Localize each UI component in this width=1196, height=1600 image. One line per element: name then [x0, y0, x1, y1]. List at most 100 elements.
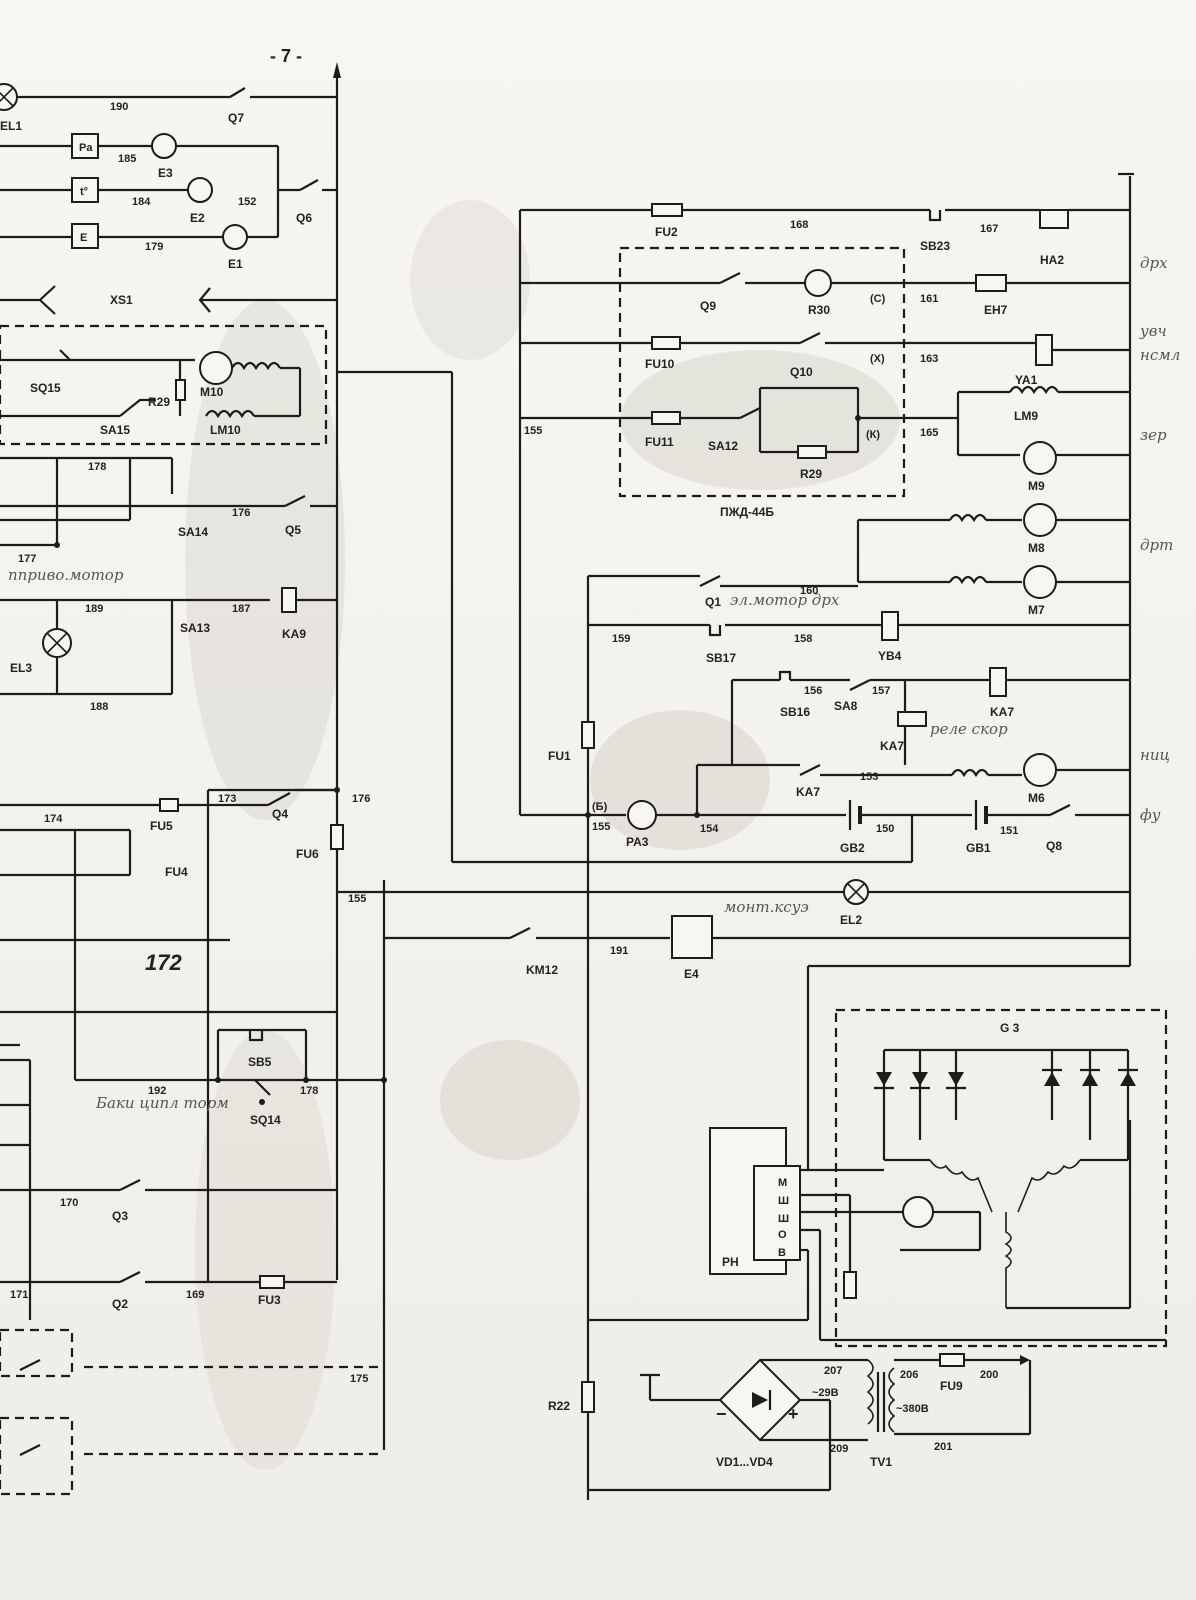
- svg-text:E: E: [80, 232, 87, 244]
- term-b: B: [778, 1247, 786, 1259]
- wire-174: 174: [44, 813, 63, 825]
- label-Q7: Q7: [228, 111, 244, 125]
- wire-167: 167: [980, 223, 998, 235]
- lamp-icon: [0, 83, 18, 111]
- meter-t-icon: [71, 177, 99, 203]
- paper-stains: [185, 200, 900, 1470]
- label-FU1: FU1: [548, 749, 571, 763]
- label-Q5: Q5: [285, 523, 301, 537]
- label-Q4: Q4: [272, 807, 288, 821]
- mark-c: (С): [870, 293, 886, 305]
- label-FU9: FU9: [940, 1379, 963, 1393]
- mark-x: (Х): [870, 353, 885, 365]
- wire-159: 159: [612, 633, 630, 645]
- note-r3: нсмл: [1140, 346, 1180, 364]
- handwritten-notes: пприво.мотор эл.мотор дрх реле скор монт…: [8, 254, 1180, 1112]
- valve-YA1-icon: [1035, 334, 1053, 366]
- term-o: О: [778, 1229, 787, 1241]
- label-SQ14: SQ14: [250, 1113, 281, 1127]
- svg-text:Pa: Pa: [79, 142, 93, 154]
- label-R22: R22: [548, 1399, 570, 1413]
- label-E2: E2: [190, 211, 205, 225]
- valve-YB4-icon: [881, 611, 899, 641]
- label-FU6: FU6: [296, 847, 319, 861]
- generator-rotor-icon: [902, 1196, 934, 1228]
- label-E3: E3: [158, 166, 173, 180]
- left-section: EL1 190 Q7 Pa t° E 185 E3 184 E2 152 179…: [0, 62, 387, 1496]
- meter-pa-icon: [71, 133, 99, 159]
- sensor-E2-icon: [187, 177, 213, 203]
- wire-178b: 178: [300, 1085, 318, 1097]
- wire-151: 151: [1000, 825, 1018, 837]
- note-1: пприво.мотор: [8, 566, 124, 584]
- wire-206: 206: [900, 1369, 918, 1381]
- label-SB17: SB17: [706, 651, 736, 665]
- label-SA14: SA14: [178, 525, 208, 539]
- note-r7: фу: [1140, 806, 1161, 824]
- wire-150: 150: [876, 823, 894, 835]
- wire-192: 192: [148, 1085, 166, 1097]
- fuse-FU9-icon: [939, 1353, 965, 1367]
- label-XS1: XS1: [110, 293, 133, 307]
- label-YB4: YB4: [878, 649, 902, 663]
- wire-169: 169: [186, 1289, 204, 1301]
- wire-154: 154: [700, 823, 719, 835]
- label-SA13: SA13: [180, 621, 210, 635]
- label-GB2: GB2: [840, 841, 865, 855]
- wire-152: 152: [238, 196, 256, 208]
- note-r2: увч: [1139, 322, 1167, 340]
- wire-200: 200: [980, 1369, 998, 1381]
- relay-KA9-icon: [281, 587, 297, 613]
- label-subassembly: ПЖД-44Б: [720, 505, 774, 519]
- big-number: 172: [145, 950, 182, 975]
- label-E1: E1: [228, 257, 243, 271]
- label-FU10: FU10: [645, 357, 675, 371]
- label-v-high: ~380В: [896, 1403, 929, 1415]
- wire-178: 178: [88, 461, 106, 473]
- fuse-FU11-icon: [651, 411, 681, 425]
- ammeter-PA3-icon: [627, 800, 657, 830]
- heater-E4-icon: [671, 915, 713, 959]
- label-SA12: SA12: [708, 439, 738, 453]
- label-Q6: Q6: [296, 211, 312, 225]
- wire-161: 161: [920, 293, 938, 305]
- motor-M7-icon: [1023, 565, 1057, 599]
- wire-155b: 155: [592, 821, 610, 833]
- term-m: M: [778, 1177, 787, 1189]
- wire-158: 158: [794, 633, 812, 645]
- label-Q8: Q8: [1046, 839, 1062, 853]
- label-M9: M9: [1028, 479, 1045, 493]
- label-SB16: SB16: [780, 705, 810, 719]
- group-PZhD: [618, 246, 906, 498]
- crossing-wires: KM12 191 E4 EL2: [337, 370, 1130, 981]
- label-R29a: R29: [148, 395, 170, 409]
- label-M8: M8: [1028, 541, 1045, 555]
- label-M10: M10: [200, 385, 224, 399]
- wire-165: 165: [920, 427, 938, 439]
- wire-160: 160: [800, 585, 818, 597]
- wire-157: 157: [872, 685, 890, 697]
- fuse-FU3-icon: [259, 1275, 285, 1289]
- diode-bridge-icon: [874, 1068, 1138, 1090]
- horn-HA2-icon: [1039, 209, 1069, 229]
- label-KA9: KA9: [282, 627, 306, 641]
- note-r5: дрт: [1140, 536, 1173, 554]
- wire-173: 173: [218, 793, 236, 805]
- label-FU2: FU2: [655, 225, 678, 239]
- wire-163: 163: [920, 353, 938, 365]
- label-Q2: Q2: [112, 1297, 128, 1311]
- label-TV1: TV1: [870, 1455, 892, 1469]
- svg-text:t°: t°: [80, 186, 88, 198]
- wire-201: 201: [934, 1441, 952, 1453]
- mark-b: (Б): [592, 801, 608, 813]
- label-FU5: FU5: [150, 819, 173, 833]
- motor-M8-icon: [1023, 503, 1057, 537]
- fuse-FU2-icon: [651, 203, 683, 217]
- group-G3: [834, 1008, 1168, 1348]
- label-FU11: FU11: [645, 435, 674, 449]
- wire-179: 179: [145, 241, 163, 253]
- label-LM10: LM10: [210, 423, 241, 437]
- wire-153: 153: [860, 771, 878, 783]
- sensor-E1-icon: [222, 224, 248, 250]
- label-SB5: SB5: [248, 1055, 272, 1069]
